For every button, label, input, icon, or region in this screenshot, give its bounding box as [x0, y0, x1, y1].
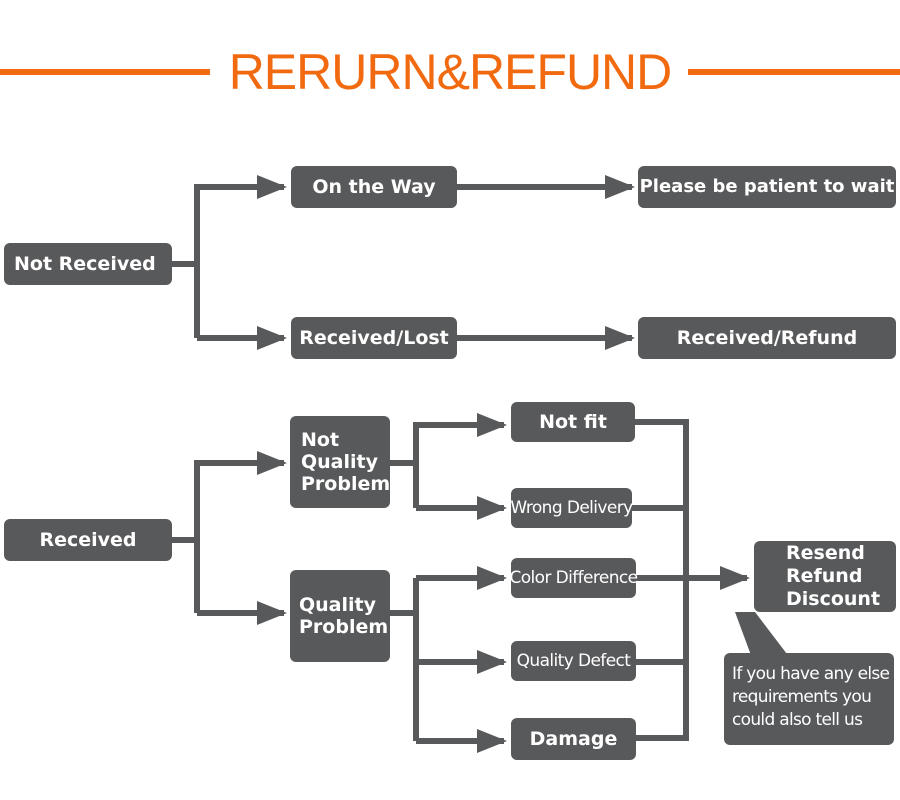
title-line-right [688, 69, 900, 75]
node-color-difference: Color Difference [509, 558, 638, 598]
note-bubble: If you have any else requirements you co… [724, 653, 894, 745]
node-quality-problem: Quality Problem [290, 570, 390, 662]
page-title-text: RERURN&REFUND [214, 44, 686, 100]
node-quality-defect: Quality Defect [511, 641, 636, 681]
node-not-received: Not Received [4, 243, 172, 285]
node-on-the-way: On the Way [291, 166, 457, 208]
node-damage: Damage [511, 718, 636, 760]
node-please-wait: Please be patient to wait [638, 166, 896, 208]
node-not-quality-problem: Not Quality Problem [290, 416, 390, 508]
node-resolution: Resend Refund Discount [754, 541, 896, 612]
node-received: Received [4, 519, 172, 561]
title-line-left [0, 69, 210, 75]
page-title: RERURN&REFUND [0, 42, 900, 102]
node-not-fit: Not fit [511, 402, 635, 442]
node-wrong-delivery: Wrong Delivery [510, 488, 633, 528]
node-received-refund: Received/Refund [638, 317, 896, 359]
note-bubble-tail [735, 612, 790, 658]
node-received-lost: Received/Lost [291, 317, 457, 359]
